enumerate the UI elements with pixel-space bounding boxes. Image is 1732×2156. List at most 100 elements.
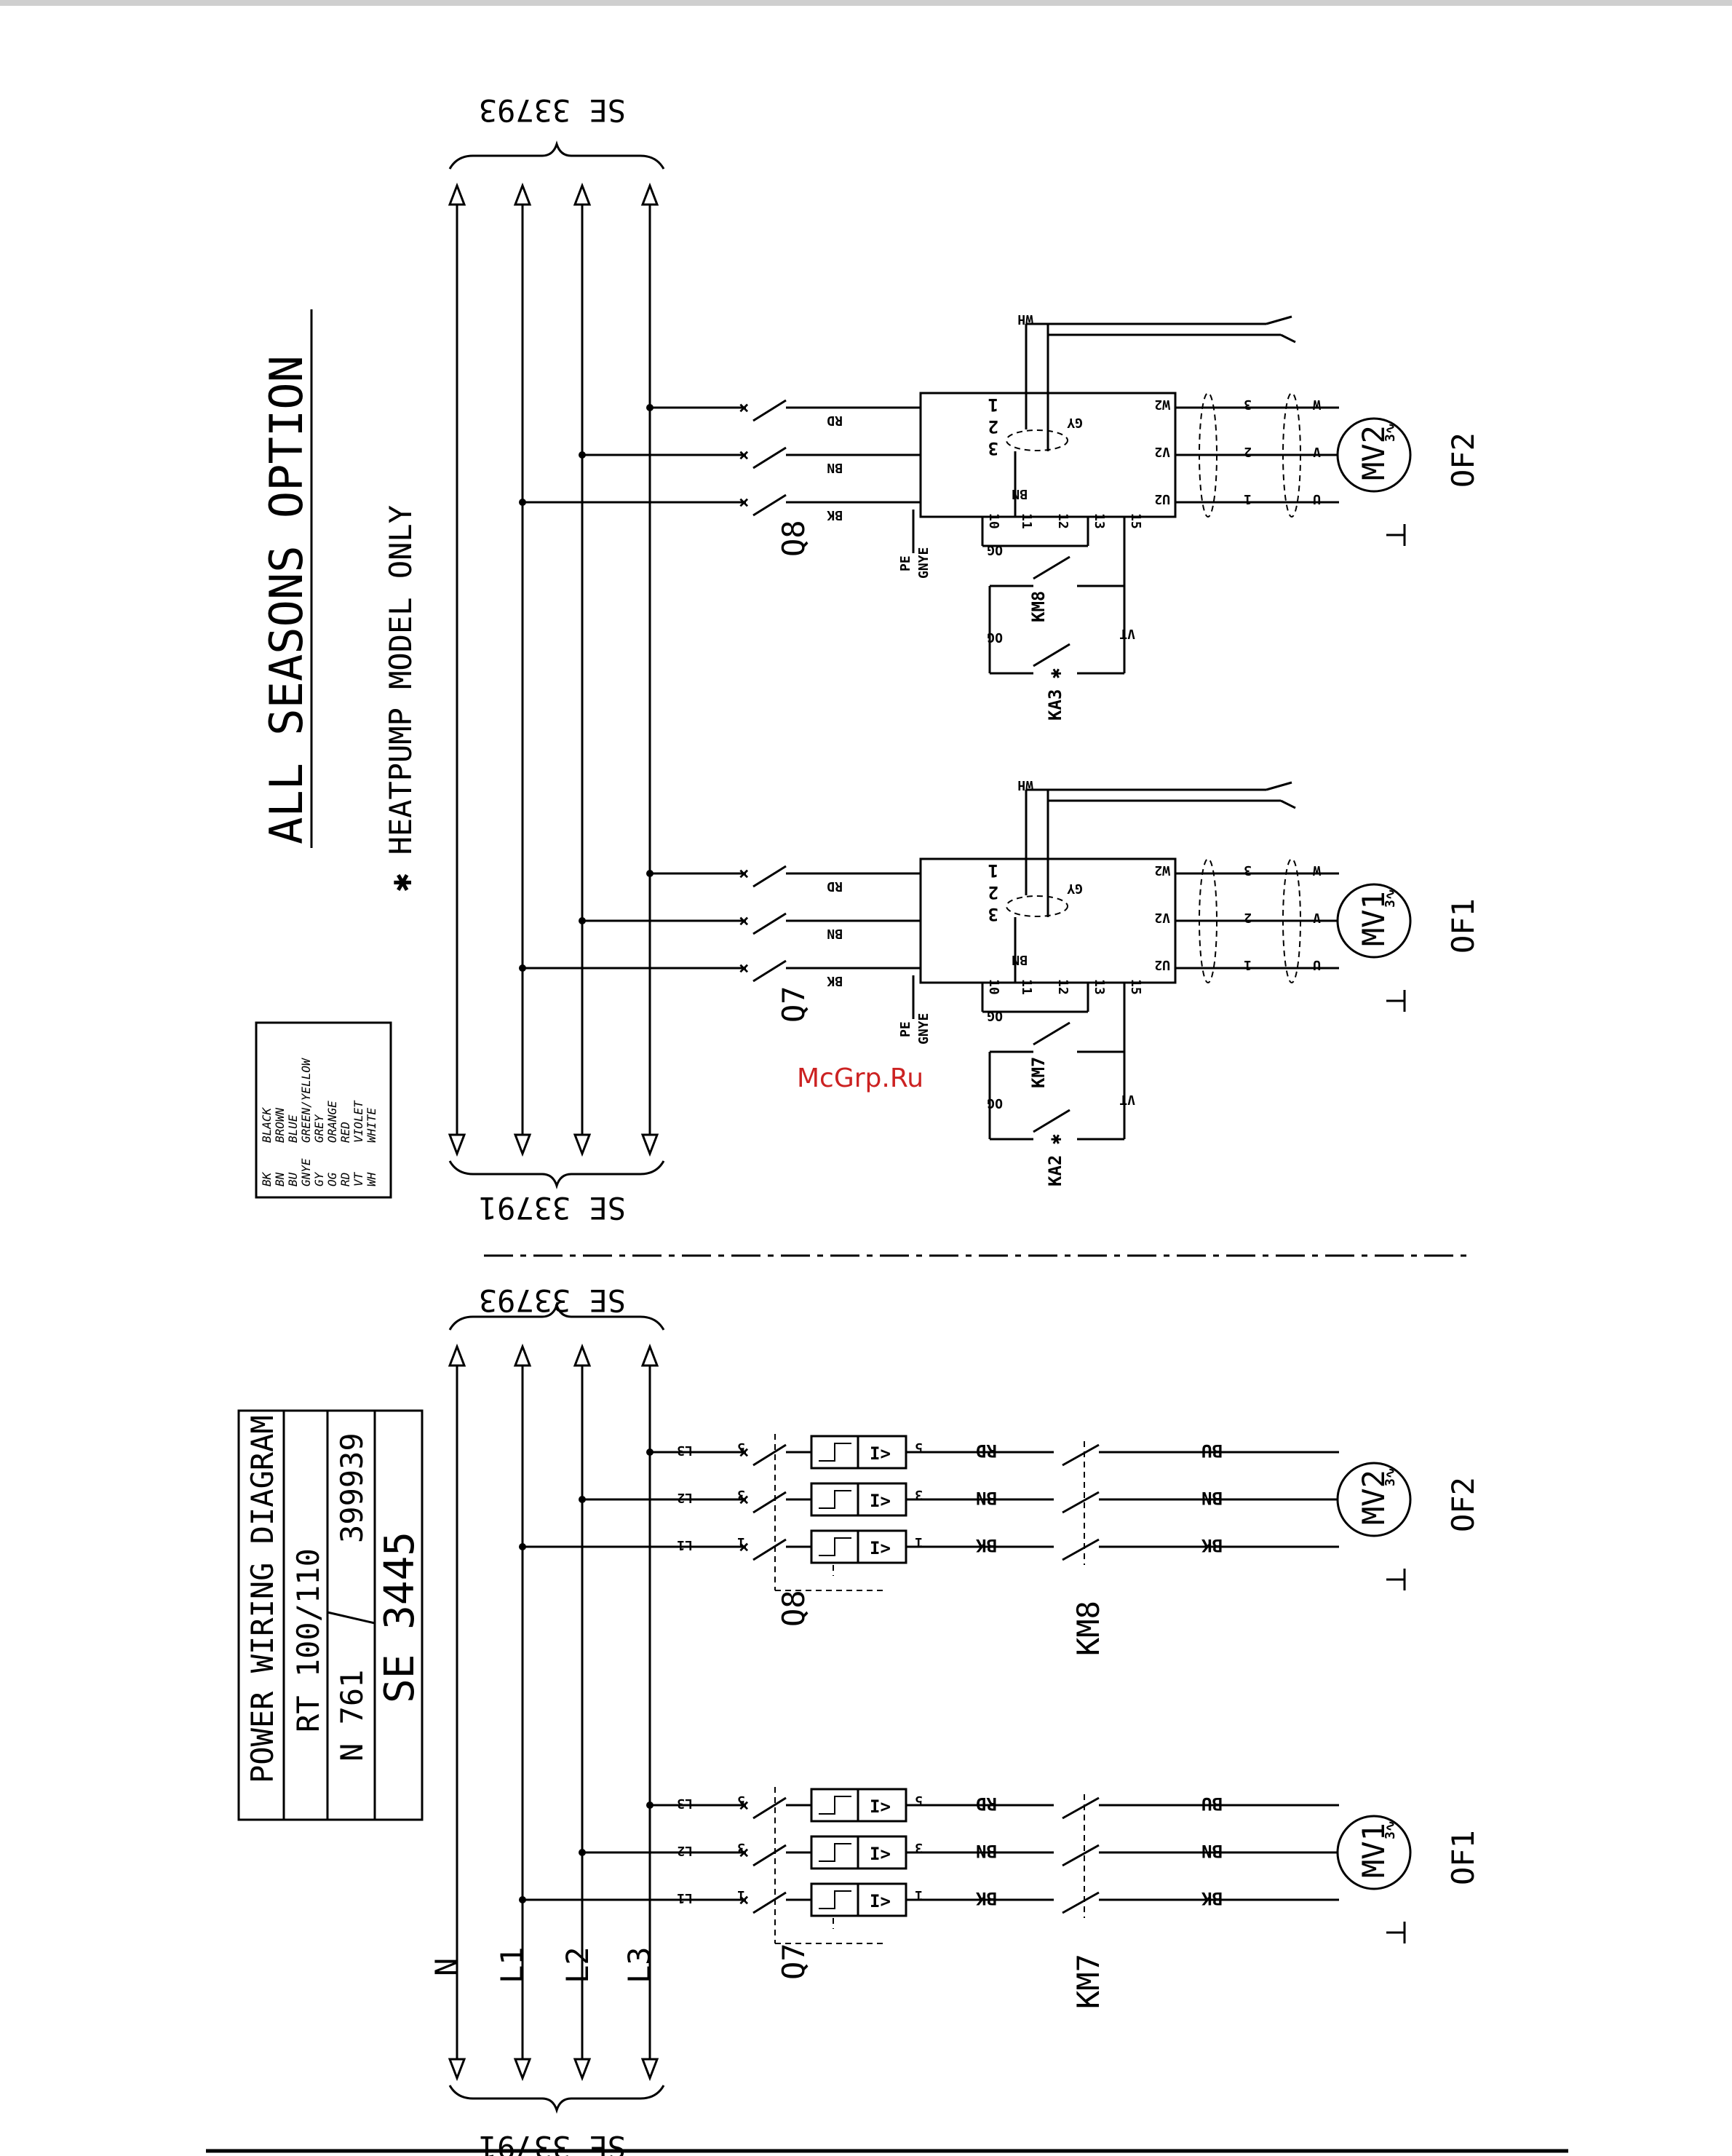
cable-shield [1199,392,1217,518]
brace-upper-bottom [448,1160,665,1190]
watermark: McGrp.Ru [797,1063,923,1093]
cross-mark: × [739,1537,749,1557]
breaker-contact [752,1844,787,1867]
cross-mark: × [739,1890,749,1910]
pin-label: 1 [915,1887,923,1903]
thermal-element [810,1529,859,1564]
bus-arrow [573,182,592,206]
terminal-label: V2 [1154,444,1170,459]
option-title: ALL SEASONS OPTION [260,355,313,844]
bus-arrow [640,2058,659,2082]
fan-label: OF1 [1445,1830,1481,1885]
ctrl-terminal: 12 [1055,979,1070,995]
breaker-contact [752,399,787,422]
contactor-contact [1062,1443,1100,1467]
bus-arrow [513,1343,532,1367]
cross-mark: × [739,863,749,884]
thermal-symbol [819,1890,851,1909]
wire-color-label: BN [1012,952,1028,967]
gnye-label: GNYE [916,1013,931,1045]
sensor [1280,799,1296,809]
thermal-symbol [819,1490,851,1509]
wire-color-label: RD [827,413,843,428]
ctrl-terminal: 11 [1019,513,1034,529]
contactor-contact [1033,1021,1070,1046]
wire-color-label: BK [827,973,843,988]
pin-label: 5 [737,1793,745,1808]
magnetic-element [857,1529,907,1564]
pin-label: 3 [915,1487,923,1502]
fan-label: OF2 [1445,1477,1481,1532]
motor [1336,1462,1412,1537]
ref-upper-top: SE 33793 [479,92,626,128]
phase-label: L3 [677,1443,693,1458]
phase-label: L1 [677,1537,693,1553]
wire-color-label: BK [1201,1888,1223,1909]
thermal-element [810,1435,859,1470]
brace-lower-top [448,1301,665,1331]
ctrl-terminal: 12 [1055,513,1070,529]
cross-mark: × [739,1795,749,1815]
breaker-contact [752,1538,787,1561]
breaker-contact [752,1796,787,1820]
legend-name: BROWN [273,1107,287,1143]
motor-terminal: U [1313,491,1321,507]
wire-color-label: BK [976,1888,997,1909]
bus-arrow [513,182,532,206]
cross-mark: × [739,492,749,512]
title-block: POWER WIRING DIAGRAM RT 100/110 N 761 39… [237,1409,424,1821]
contactor-label: KM8 [1028,591,1049,622]
phase-label: L3 [677,1796,693,1811]
output-number: 2 [1244,910,1252,925]
thermal-symbol [819,1443,851,1462]
ref-upper-bottom: SE 33791 [479,1190,626,1226]
motor-name: MV2 [1356,1470,1391,1525]
bus-arrow [640,1133,659,1157]
motor-name: MV1 [1356,1823,1391,1878]
bus-arrow [448,1343,466,1367]
ctrl-terminal: 10 [986,979,1001,995]
wire-color-label: BN [1012,486,1028,502]
terminal-label: W2 [1154,397,1170,412]
cross-mark: × [739,1489,749,1510]
bus-arrow [513,1133,532,1157]
breaker-contact [752,494,787,517]
wire-color-label: GY [1067,415,1083,430]
motor-name: MV1 [1356,891,1391,946]
cross-mark: × [739,1442,749,1462]
breaker-label: Q7 [776,1943,811,1980]
upper-all-seasons-circuit: ×BKU1×BNV1×RDW1U21UV22VW23WMV23∿OF2123GY… [519,312,1481,1186]
wire-color-label: OG [987,1095,1003,1111]
phase-label: L2 [677,1843,693,1858]
wire-color-label: RD [976,1440,997,1461]
terminal-label: V2 [1154,910,1170,925]
magnetic-element [857,1788,907,1823]
breaker-contact [752,1443,787,1467]
cross-mark: × [739,1842,749,1863]
heatpump-note: ✱ HEATPUMP MODEL ONLY [383,505,418,892]
breaker-label: Q8 [776,1590,811,1627]
wire-color-label: VT [1119,1092,1135,1107]
pin-label: 1 [737,1534,745,1550]
contactor-label: KM8 [1070,1601,1106,1656]
terminal-label: U2 [1154,491,1170,507]
bus-label-l3: L3 [621,1946,657,1983]
motor-phase: 3∿ [1383,1467,1398,1486]
title-block-sheet: SE 3445 [376,1531,424,1703]
legend-name: GREEN/YELLOW [299,1058,313,1143]
thermal-symbol [819,1537,851,1556]
legend-code: WH [365,1172,378,1186]
legend-code: BU [286,1172,300,1186]
wire-color-label: BK [976,1535,997,1555]
bus-arrow [640,1343,659,1367]
current-symbol: I> [870,1891,891,1911]
bus-label-l2: L2 [560,1946,595,1983]
breaker-label: Q8 [776,520,811,557]
legend-code: GNYE [299,1158,313,1186]
cross-mark: × [739,397,749,418]
relay-label: KA3 ✱ [1045,668,1065,721]
current-symbol: I> [870,1844,891,1864]
wire-color-label: BK [827,507,843,523]
wire-color-label: BN [1201,1841,1223,1861]
magnetic-element [857,1835,907,1870]
